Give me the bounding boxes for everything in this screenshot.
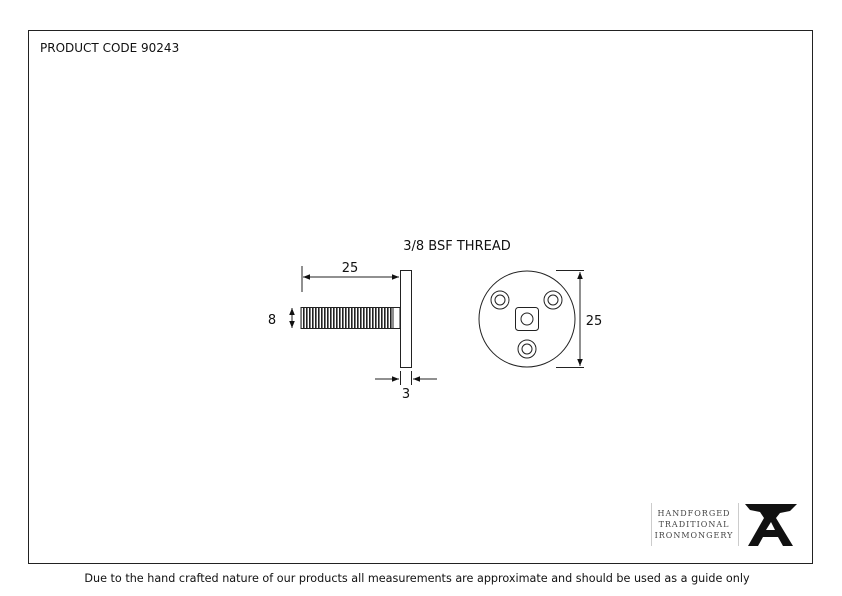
front-diameter-label: 25 [586, 314, 603, 329]
side-view [289, 266, 437, 385]
svg-text:HANDFORGED: HANDFORGED [658, 509, 731, 518]
length-label: 25 [342, 261, 359, 276]
product-code: PRODUCT CODE 90243 [40, 41, 179, 55]
front-view [478, 270, 584, 368]
brand-logo: HANDFORGED TRADITIONAL IRONMONGERY [651, 503, 797, 546]
drawing-border [28, 30, 813, 564]
bolt-shank [392, 307, 401, 329]
diameter-label: 8 [268, 313, 276, 328]
plate-front [478, 270, 576, 368]
thickness-label: 3 [402, 387, 410, 402]
footer-disclaimer: Due to the hand crafted nature of our pr… [84, 572, 750, 585]
bolt-thread [300, 307, 394, 329]
square-boss [515, 307, 539, 331]
svg-text:IRONMONGERY: IRONMONGERY [655, 531, 734, 540]
plate-side [400, 270, 412, 368]
svg-text:TRADITIONAL: TRADITIONAL [659, 520, 730, 529]
anvil-icon [745, 504, 797, 546]
thread-label: 3/8 BSF THREAD [403, 239, 510, 254]
